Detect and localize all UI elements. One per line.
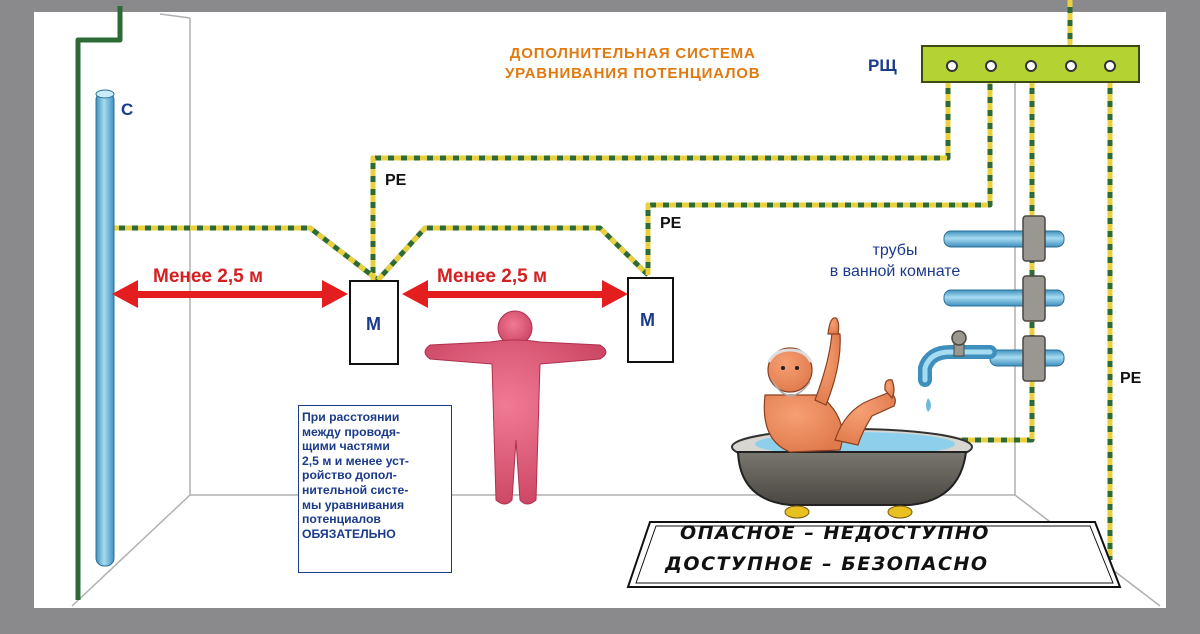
warning-rug [626, 521, 1122, 588]
column-pipe-top [95, 89, 115, 99]
pe-label-2: PE [660, 215, 682, 232]
room-wall [34, 12, 1166, 608]
device-box-m-1 [349, 280, 399, 365]
note-line: 2,5 м и менее уст- [302, 453, 409, 468]
column-label: С [121, 100, 134, 119]
warning-line-1: ОПАСНОЕ – НЕДОСТУПНО [680, 522, 990, 544]
bathroom-pipes [918, 215, 1065, 412]
warning-line-2: ДОСТУПНОЕ – БЕЗОПАСНО [665, 553, 989, 575]
device-label-1: М [366, 314, 381, 334]
requirement-note: При расстоянии между проводя- щими частя… [298, 405, 452, 573]
pe-label-3: PE [1120, 370, 1142, 387]
note-line: ройство допол- [302, 468, 397, 483]
title-line-1: ДОПОЛНИТЕЛЬНАЯ СИСТЕМА [509, 45, 756, 62]
old-man-bathing [763, 317, 896, 453]
pipes-label-line-2: в ванной комнате [829, 263, 961, 280]
panel-terminals [946, 60, 1116, 72]
column-pipe [95, 91, 115, 567]
device-box-m-2 [627, 277, 674, 363]
distance-arrows [112, 280, 628, 308]
pipes-label-line-1: трубы [872, 242, 918, 259]
note-line: потенциалов [302, 512, 381, 527]
note-line: между проводя- [302, 424, 401, 439]
distribution-panel [921, 45, 1140, 83]
distance-label-2: Менее 2,5 м [437, 266, 548, 287]
panel-label: РЩ [868, 56, 897, 75]
person-figure [424, 310, 607, 505]
note-line: ОБЯЗАТЕЛЬНО [302, 526, 396, 541]
note-line: нительной систе- [302, 482, 409, 497]
note-line: мы уравнивания [302, 497, 405, 512]
pe-label-1: PE [385, 172, 407, 189]
distance-label-1: Менее 2,5 м [153, 266, 264, 287]
bathroom-pipes-label: трубы в ванной комнате [780, 240, 1010, 282]
title-line-2: УРАВНИВАНИЯ ПОТЕНЦИАЛОВ [505, 65, 761, 82]
note-line: щими частями [302, 439, 390, 454]
note-line: При расстоянии [302, 410, 400, 424]
diagram-title: ДОПОЛНИТЕЛЬНАЯ СИСТЕМА УРАВНИВАНИЯ ПОТЕН… [505, 44, 760, 84]
device-label-2: М [640, 310, 655, 330]
pe-conductors [75, 0, 1113, 600]
